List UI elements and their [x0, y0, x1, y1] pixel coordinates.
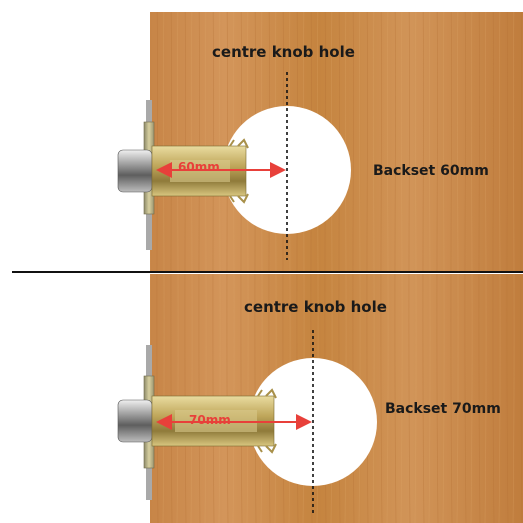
top-latch-bolt [117, 149, 153, 193]
bottom-measurement-label: 70mm [189, 413, 231, 427]
top-backset-label: Backset 60mm [373, 163, 489, 179]
bottom-panel [117, 274, 523, 523]
top-centre-knob-hole-label: centre knob hole [212, 43, 355, 61]
bottom-latch-bolt [117, 399, 153, 443]
top-measurement-label: 60mm [178, 160, 220, 174]
top-panel [117, 12, 523, 272]
top-latch-tabs [229, 138, 249, 204]
bottom-centre-knob-hole-label: centre knob hole [244, 298, 387, 316]
bottom-latch-tabs [257, 388, 277, 454]
bottom-backset-label: Backset 70mm [385, 401, 501, 417]
